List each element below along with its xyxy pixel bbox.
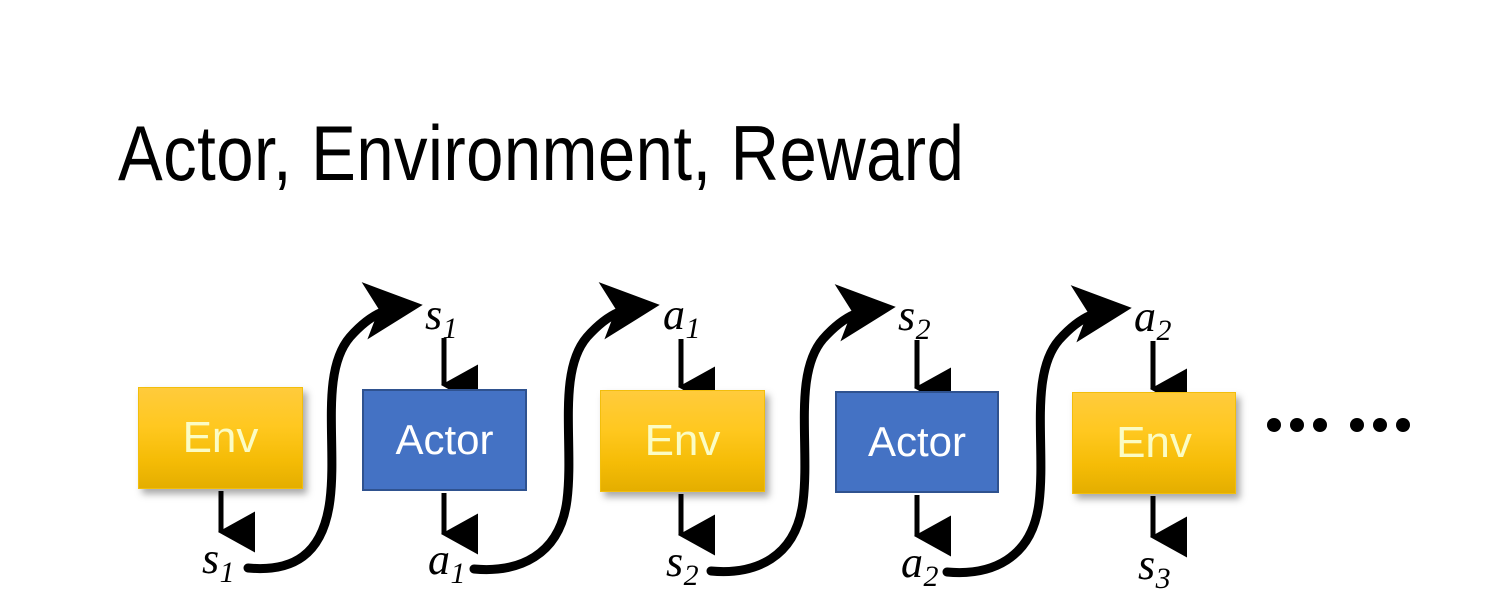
ellipsis-continuation [1267,418,1410,432]
s-curve-connectors [243,282,1132,578]
ellipsis-dot [1373,418,1387,432]
symbol: s [666,537,684,586]
symbol: s [898,291,916,340]
node-label: Actor [867,418,967,465]
ellipsis-dot [1267,418,1281,432]
state-label-s2-top: s2 [898,294,931,345]
state-label-s1-top: s1 [425,293,458,344]
subscript: 1 [442,311,458,345]
symbol: s [425,290,443,339]
node-label: Env [182,413,259,462]
node-env-3[interactable]: Env [1072,392,1236,494]
node-label: Env [644,416,721,465]
node-actor-2[interactable]: Actor [835,391,999,493]
subscript: 1 [450,556,466,590]
subscript: 2 [1156,313,1172,347]
node-env-2[interactable]: Env [600,390,765,492]
subscript: 2 [915,312,931,346]
action-label-a1-bottom: a1 [428,538,465,589]
state-label-s3-bottom: s3 [1138,543,1171,594]
ellipsis-dot [1350,418,1364,432]
action-label-a2-bottom: a2 [901,541,938,592]
action-label-a1-top: a1 [663,293,700,344]
state-label-s1-bottom: s1 [202,537,235,588]
symbol: a [1134,292,1156,341]
subscript: 2 [923,559,939,593]
node-label: Actor [395,416,494,463]
vertical-arrows-out-of-boxes [218,491,1187,558]
symbol: s [202,534,220,583]
subscript: 1 [685,311,701,345]
node-label: Env [1116,418,1192,467]
state-label-s2-bottom: s2 [666,540,699,591]
subscript: 2 [683,558,699,592]
subscript: 3 [1155,561,1171,595]
symbol: a [901,538,923,587]
ellipsis-dot [1290,418,1304,432]
page-title: Actor, Environment, Reward [118,109,965,197]
ellipsis-dot [1396,418,1410,432]
subscript: 1 [219,555,235,589]
ellipsis-group-1 [1267,418,1327,432]
action-label-a2-top: a2 [1134,295,1171,346]
symbol: a [663,290,685,339]
symbol: s [1138,540,1156,589]
vertical-arrows-into-boxes [441,338,1187,410]
ellipsis-dot [1313,418,1327,432]
node-actor-1[interactable]: Actor [362,389,527,491]
node-env-1[interactable]: Env [138,387,303,489]
ellipsis-group-2 [1350,418,1410,432]
symbol: a [428,535,450,584]
